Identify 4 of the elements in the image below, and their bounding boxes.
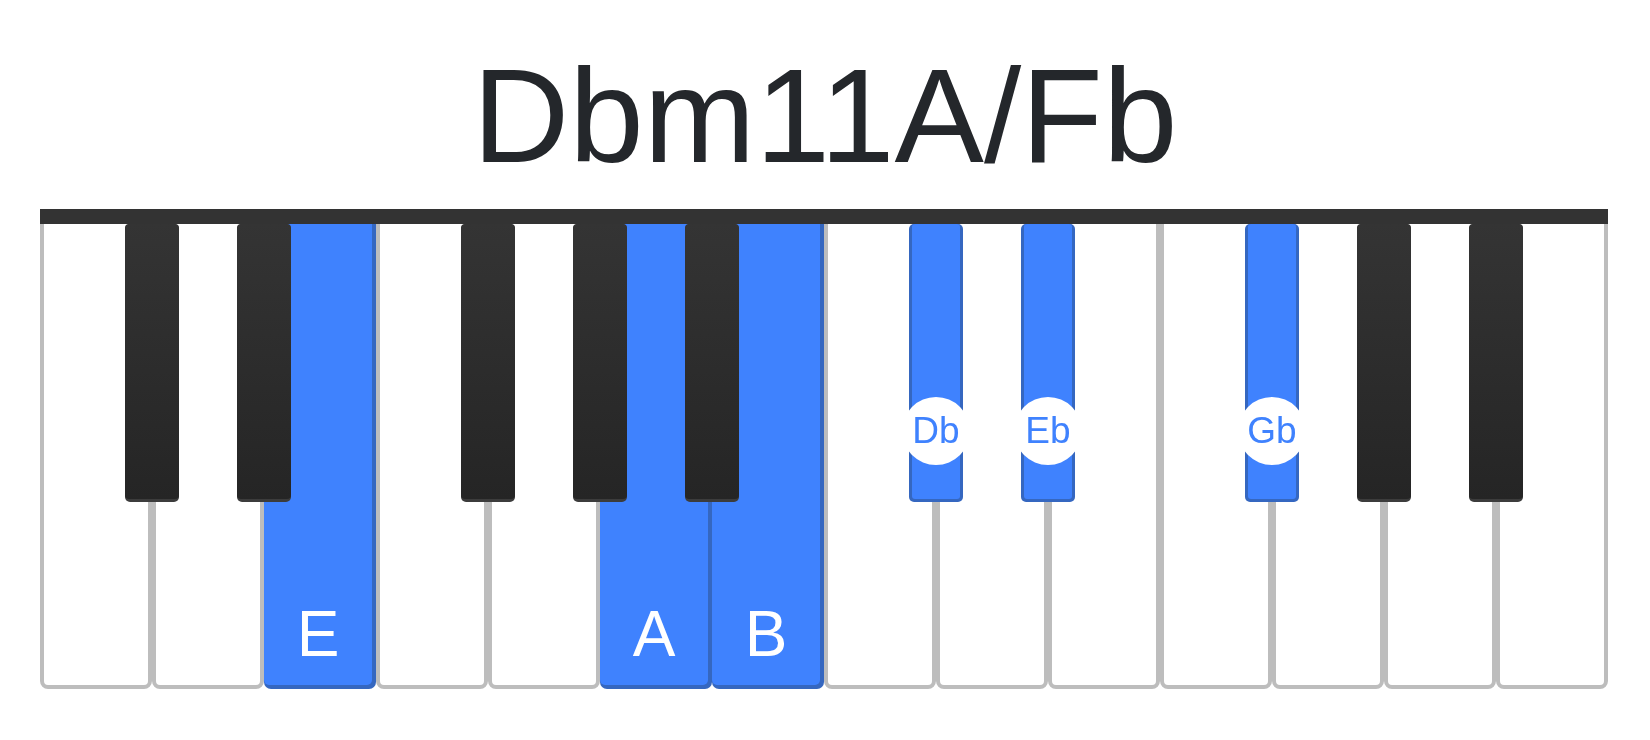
note-label: B xyxy=(744,602,788,666)
note-label: A xyxy=(632,602,676,666)
note-label: E xyxy=(296,602,340,666)
chord-title: Dbm11A/Fb xyxy=(472,40,1178,192)
